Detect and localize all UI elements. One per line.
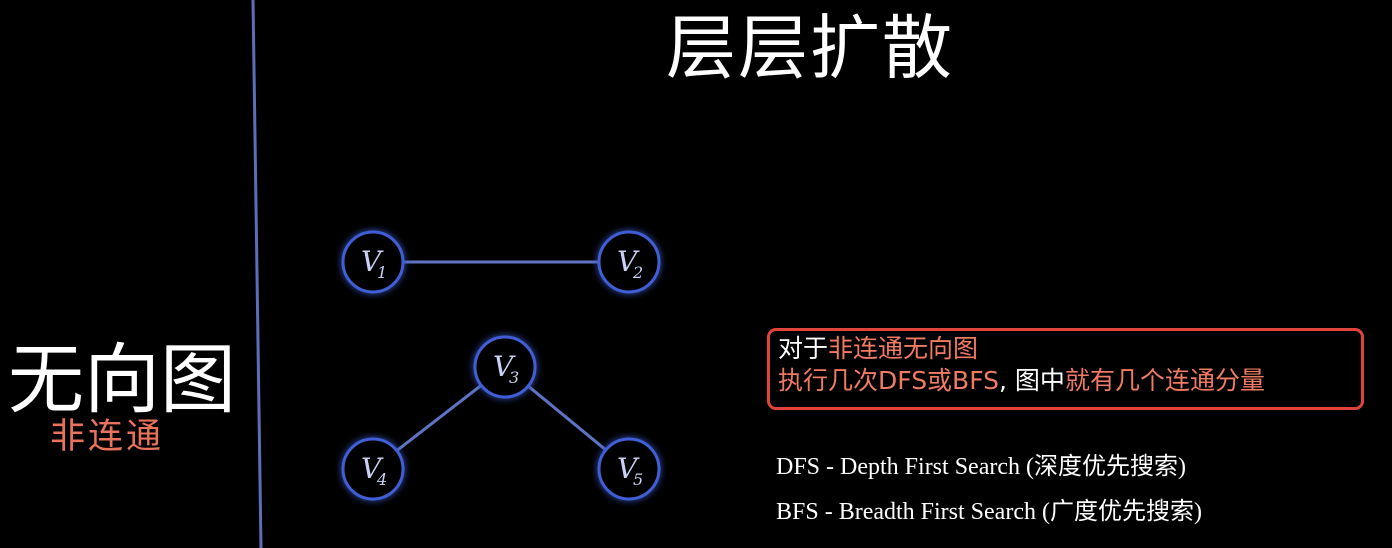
bfs-note: BFS - Breadth First Search (广度优先搜索) <box>776 499 1202 525</box>
node-v4: V4 <box>341 437 405 501</box>
side-title: 无向图 <box>8 335 236 424</box>
node-label: V <box>361 245 384 278</box>
node-label: V <box>361 452 384 485</box>
callout-text: , 图中 <box>999 366 1065 395</box>
edge-V3-V4 <box>395 384 483 452</box>
slide-title: 层层扩散 <box>666 7 954 89</box>
node-v5: V5 <box>597 437 661 501</box>
side-subtitle: 非连通 <box>50 417 165 457</box>
node-circle <box>597 437 661 501</box>
node-circle <box>473 335 537 399</box>
node-label: V <box>617 245 640 278</box>
node-subscript: 3 <box>509 368 519 387</box>
node-subscript: 5 <box>633 470 643 489</box>
node-v1: V1 <box>341 230 405 294</box>
node-circle <box>597 230 661 294</box>
callout-highlight: 就有几个连通分量 <box>1064 366 1265 395</box>
node-label: V <box>617 452 640 485</box>
edge-V3-V5 <box>527 384 607 452</box>
node-circle <box>341 230 405 294</box>
node-subscript: 2 <box>632 263 643 282</box>
node-v3: V3 <box>473 335 537 399</box>
node-subscript: 4 <box>376 470 387 489</box>
node-label: V <box>493 350 516 383</box>
edges <box>395 260 607 452</box>
node-subscript: 1 <box>377 263 387 282</box>
callout-highlight: 非连通无向图 <box>828 334 979 363</box>
node-circle <box>341 437 405 501</box>
callout-box: 对于非连通无向图 执行几次DFS或BFS, 图中就有几个连通分量 <box>767 328 1364 410</box>
callout-line-1: 对于非连通无向图 <box>778 333 1361 365</box>
dfs-note: DFS - Depth First Search (深度优先搜索) <box>776 454 1186 480</box>
callout-highlight: 执行几次DFS或BFS <box>778 366 1000 395</box>
callout-text: 对于 <box>778 334 829 363</box>
node-v2: V2 <box>597 230 661 294</box>
callout-line-2: 执行几次DFS或BFS, 图中就有几个连通分量 <box>778 365 1361 397</box>
